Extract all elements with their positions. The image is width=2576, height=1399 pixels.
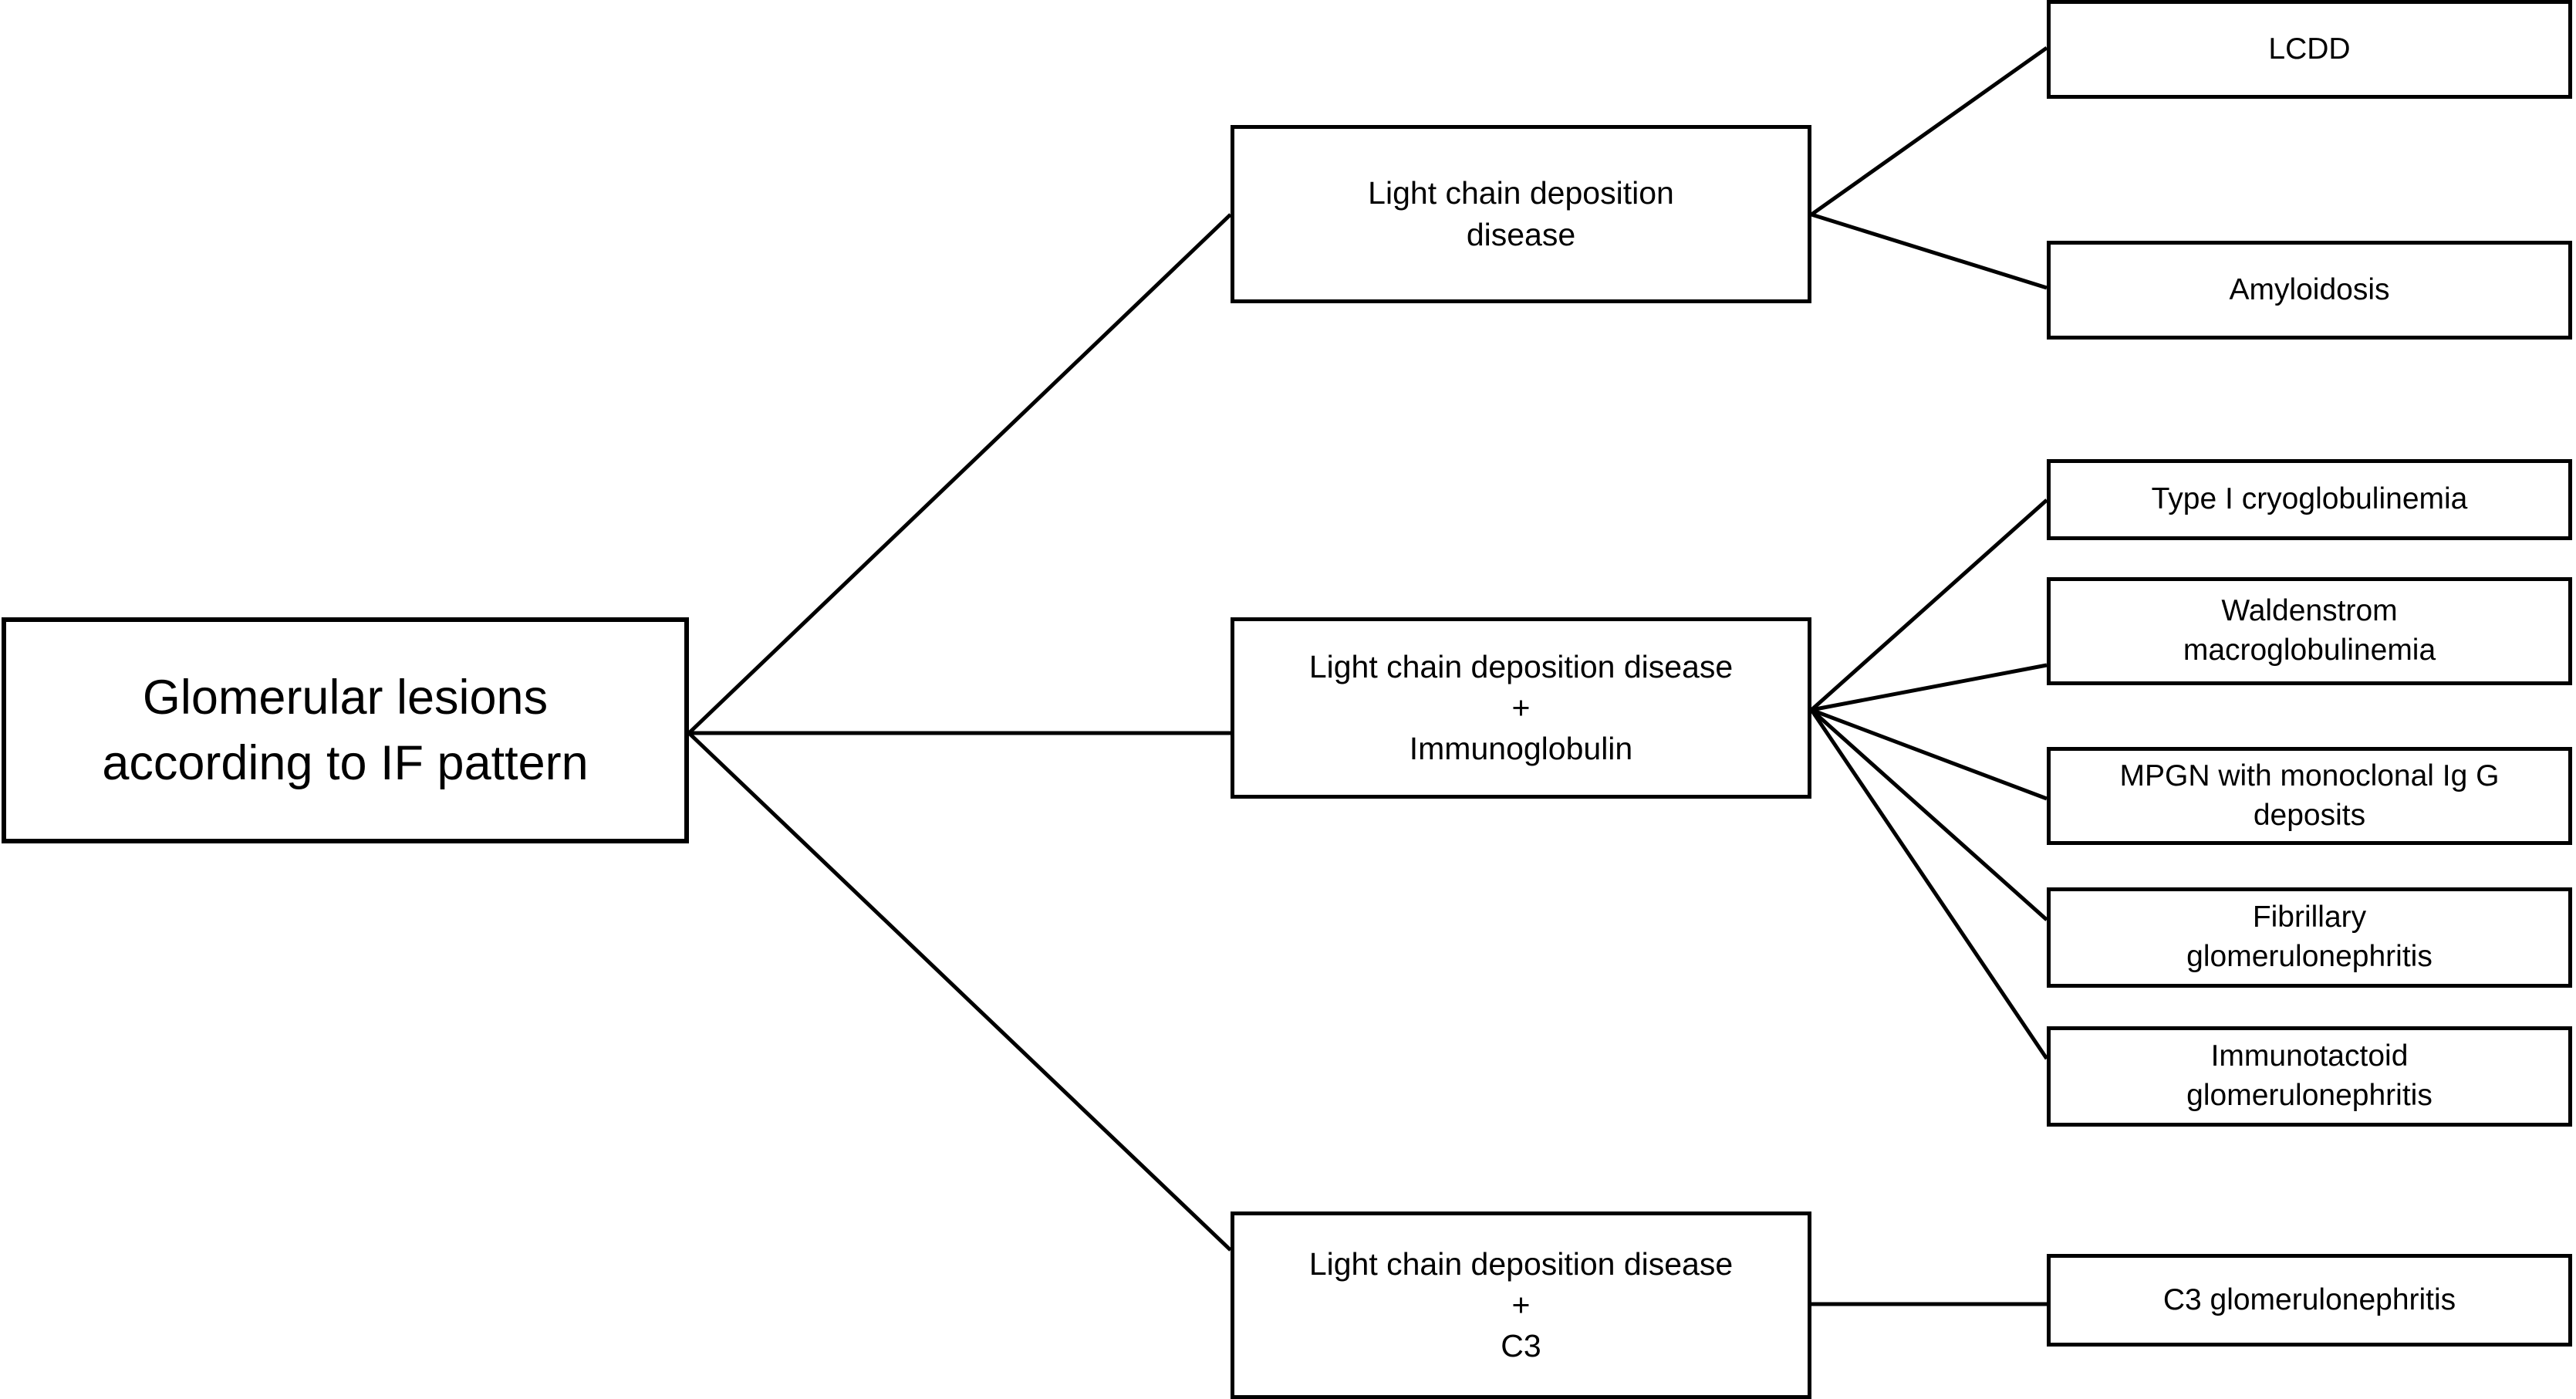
- edge-root-to-lcdd: [687, 213, 1232, 735]
- edge-lcddig-to-leaf-fibrillary: [1810, 708, 2048, 921]
- node-leaf-c3-gn[interactable]: C3 glomerulonephritis: [2047, 1254, 2572, 1347]
- node-branch-lcdd-ig[interactable]: Light chain deposition disease + Immunog…: [1231, 617, 1811, 799]
- edge-root-to-lcdd-c3: [687, 732, 1232, 1252]
- node-leaf-lcdd-label: LCDD: [2268, 32, 2351, 66]
- edge-lcdd-to-leaf-amyloidosis: [1811, 212, 2048, 290]
- node-branch-lcdd-ig-label: Light chain deposition disease + Immunog…: [1308, 648, 1734, 767]
- edge-lcddig-to-leaf-waldenstrom: [1811, 663, 2048, 712]
- node-leaf-fibrillary-label: Fibrillary glomerulonephritis: [2186, 901, 2433, 973]
- node-leaf-immunotactoid-label: Immunotactoid glomerulonephritis: [2186, 1039, 2433, 1112]
- node-leaf-amyloidosis-label: Amyloidosis: [2229, 272, 2390, 306]
- node-leaf-fibrillary[interactable]: Fibrillary glomerulonephritis: [2047, 887, 2572, 988]
- edge-lcddig-to-leaf-mpgn: [1811, 708, 2048, 801]
- node-leaf-mpgn[interactable]: MPGN with monoclonal Ig G deposits: [2047, 747, 2572, 845]
- node-leaf-waldenstrom-label: Waldenstrom macroglobulinemia: [2183, 594, 2436, 667]
- node-leaf-type1-cryo-label: Type I cryoglobulinemia: [2151, 482, 2468, 516]
- node-leaf-amyloidosis[interactable]: Amyloidosis: [2047, 241, 2572, 340]
- edge-lcddig-to-leaf-immunotactoid: [1809, 708, 2049, 1060]
- node-branch-lcdd-c3[interactable]: Light chain deposition disease + C3: [1231, 1211, 1811, 1399]
- node-root[interactable]: Glomerular lesions according to IF patte…: [2, 617, 689, 843]
- node-root-label: Glomerular lesions according to IF patte…: [102, 671, 589, 790]
- node-leaf-type1-cryo[interactable]: Type I cryoglobulinemia: [2047, 459, 2572, 540]
- edge-lcddig-to-leaf-type1-cryo: [1810, 498, 2048, 711]
- node-branch-lcdd[interactable]: Light chain deposition disease: [1231, 125, 1811, 303]
- node-leaf-waldenstrom[interactable]: Waldenstrom macroglobulinemia: [2047, 577, 2572, 685]
- node-leaf-immunotactoid[interactable]: Immunotactoid glomerulonephritis: [2047, 1026, 2572, 1127]
- node-branch-lcdd-label: Light chain deposition disease: [1368, 175, 1674, 252]
- node-branch-lcdd-c3-label: Light chain deposition disease + C3: [1308, 1245, 1734, 1364]
- node-leaf-lcdd[interactable]: LCDD: [2047, 0, 2572, 99]
- node-leaf-mpgn-label: MPGN with monoclonal Ig G deposits: [2119, 759, 2500, 832]
- node-leaf-c3-gn-label: C3 glomerulonephritis: [2162, 1282, 2456, 1316]
- edge-lcdd-to-leaf-lcdd: [1810, 46, 2048, 217]
